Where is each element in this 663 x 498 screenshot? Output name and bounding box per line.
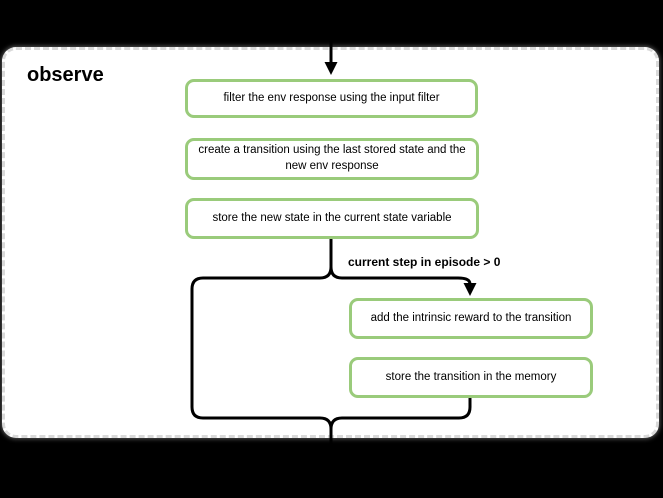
node-create-transition: create a transition using the last store… (185, 138, 479, 180)
node-label: store the new state in the current state… (212, 211, 452, 224)
node-label: add the intrinsic reward to the transiti… (370, 311, 572, 324)
node-filter-env-response: filter the env response using the input … (185, 79, 478, 118)
node-store-new-state: store the new state in the current state… (185, 198, 479, 239)
condition-label: current step in episode > 0 (348, 255, 501, 269)
node-label: create a transition using the last store… (198, 144, 466, 172)
node-label: filter the env response using the input … (223, 91, 440, 104)
node-store-transition: store the transition in the memory (349, 357, 593, 398)
node-label: store the transition in the memory (385, 370, 557, 383)
group-title: observe (27, 64, 104, 86)
node-add-intrinsic-reward: add the intrinsic reward to the transiti… (349, 298, 593, 339)
